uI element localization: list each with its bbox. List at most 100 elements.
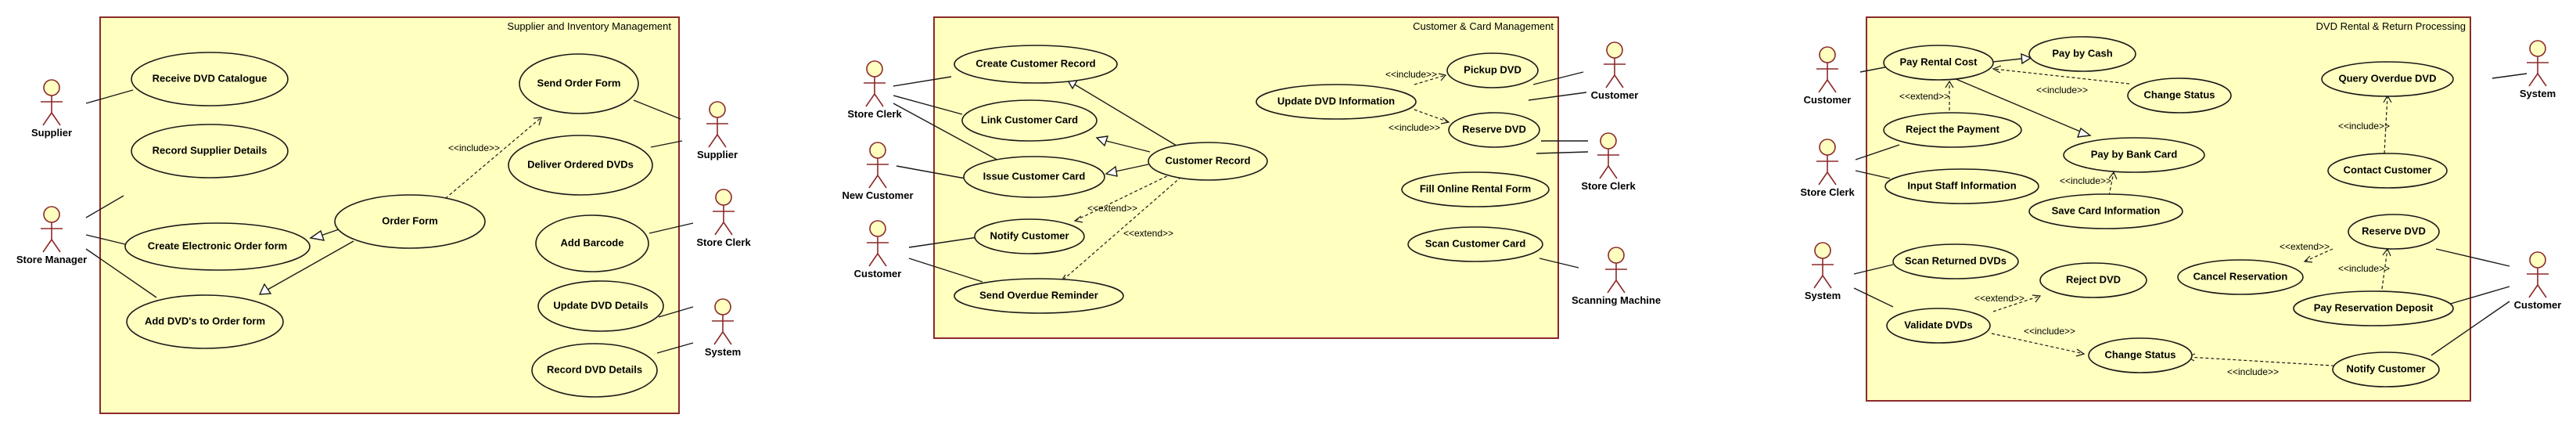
svg-text:Reject DVD: Reject DVD <box>2066 273 2121 285</box>
stereotype-label: <<include>> <box>2227 366 2279 377</box>
use-case[interactable]: Order Form <box>334 194 486 249</box>
use-case[interactable]: Reserve DVD <box>2348 214 2440 250</box>
svg-text:Add DVD's to Order form: Add DVD's to Order form <box>145 315 265 326</box>
svg-text:Customer: Customer <box>1804 94 1852 106</box>
svg-text:Store Clerk: Store Clerk <box>847 108 902 120</box>
svg-text:Scan Returned DVDs: Scan Returned DVDs <box>1905 254 2007 266</box>
stereotype-label: <<extend>> <box>1899 91 1949 102</box>
actor: System <box>2520 40 2556 99</box>
svg-text:Link Customer Card: Link Customer Card <box>981 114 1078 125</box>
svg-text:Customer: Customer <box>2514 299 2562 311</box>
svg-text:Reject the Payment: Reject the Payment <box>1906 123 2000 135</box>
use-case[interactable]: Update DVD Information <box>1256 84 1417 120</box>
use-case[interactable]: Pay Reservation Deposit <box>2293 290 2454 326</box>
actor: Customer <box>2514 251 2562 311</box>
use-case[interactable]: Input Staff Information <box>1884 168 2039 204</box>
use-case[interactable]: Record Supplier Details <box>131 124 289 178</box>
use-case[interactable]: Change Status <box>2088 337 2193 373</box>
svg-text:Supplier: Supplier <box>31 127 72 139</box>
use-case[interactable]: Add DVD's to Order form <box>126 294 284 349</box>
stereotype-label: <<extend>> <box>1974 293 2025 304</box>
svg-text:Store Clerk: Store Clerk <box>1800 186 1855 198</box>
svg-text:Customer Record: Customer Record <box>1165 154 1250 166</box>
svg-text:System: System <box>2520 88 2556 99</box>
use-case[interactable]: Reject the Payment <box>1883 112 2022 148</box>
diagram-rental-return: DVD Rental & Return Processing <<include… <box>1800 16 2562 402</box>
use-case[interactable]: Cancel Reservation <box>2177 259 2304 295</box>
diagram-supplier-inventory: Supplier and Inventory Management <<incl… <box>16 16 751 414</box>
svg-text:Cancel Reservation: Cancel Reservation <box>2193 270 2288 282</box>
svg-text:Store Clerk: Store Clerk <box>696 236 751 248</box>
svg-text:Fill Online Rental Form: Fill Online Rental Form <box>1420 182 1531 194</box>
stereotype-label: <<include>> <box>2338 263 2390 274</box>
use-case[interactable]: Query Overdue DVD <box>2321 61 2454 97</box>
use-case[interactable]: Notify Customer <box>2332 351 2440 388</box>
diagram-customer-card: Customer & Card Management <<extend>> <<… <box>842 16 1661 339</box>
use-case[interactable]: Reject DVD <box>2039 262 2147 298</box>
use-case[interactable]: Create Customer Record <box>954 45 1118 84</box>
svg-text:Pay by Bank Card: Pay by Bank Card <box>2091 148 2178 160</box>
actor: Customer <box>854 220 901 279</box>
boundary-title: Supplier and Inventory Management <box>507 20 671 32</box>
svg-text:Scanning Machine: Scanning Machine <box>1572 294 1661 306</box>
use-case[interactable]: Record DVD Details <box>531 343 658 398</box>
svg-text:Contact Customer: Contact Customer <box>2344 164 2432 175</box>
svg-text:Create Customer Record: Create Customer Record <box>975 57 1095 69</box>
svg-text:Store Clerk: Store Clerk <box>1581 180 1636 192</box>
stereotype-label: <<extend>> <box>2280 241 2330 252</box>
use-case[interactable]: Scan Customer Card <box>1407 226 1543 262</box>
use-case[interactable]: Save Card Information <box>2028 193 2183 229</box>
svg-text:Change Status: Change Status <box>2104 348 2175 360</box>
use-case[interactable]: Change Status <box>2127 78 2232 114</box>
svg-text:Record DVD Details: Record DVD Details <box>547 363 642 375</box>
use-case[interactable]: Update DVD Details <box>537 280 664 332</box>
use-case[interactable]: Link Customer Card <box>961 99 1098 142</box>
boundary-title: DVD Rental & Return Processing <box>2316 20 2466 32</box>
actor: Store Clerk <box>1581 132 1636 192</box>
use-case[interactable]: Add Barcode <box>535 214 649 272</box>
actor: Store Clerk <box>847 60 902 120</box>
use-case[interactable]: Pay Rental Cost <box>1883 45 1994 81</box>
svg-text:Save Card Information: Save Card Information <box>2052 204 2161 216</box>
stereotype-label: <<include>> <box>2036 85 2088 96</box>
svg-text:Reserve DVD: Reserve DVD <box>2362 225 2426 236</box>
svg-text:Update DVD Details: Update DVD Details <box>553 299 648 311</box>
svg-text:Pay Rental Cost: Pay Rental Cost <box>1900 56 1978 67</box>
use-case[interactable]: Send Overdue Reminder <box>954 278 1124 314</box>
use-case[interactable]: Pay by Bank Card <box>2063 137 2205 173</box>
use-case[interactable]: Contact Customer <box>2327 153 2448 189</box>
use-case[interactable]: Scan Returned DVDs <box>1892 243 2019 279</box>
svg-text:Issue Customer Card: Issue Customer Card <box>983 170 1086 182</box>
svg-text:Send Order Form: Send Order Form <box>537 77 621 88</box>
svg-text:Update DVD Information: Update DVD Information <box>1277 95 1395 106</box>
use-case[interactable]: Notify Customer <box>974 218 1085 254</box>
svg-text:Input Staff Information: Input Staff Information <box>1907 179 2016 191</box>
use-case[interactable]: Customer Record <box>1148 142 1268 181</box>
use-case[interactable]: Send Order Form <box>519 53 639 114</box>
stereotype-label: <<include>> <box>448 142 500 153</box>
svg-text:Record Supplier Details: Record Supplier Details <box>153 144 268 156</box>
stereotype-label: <<include>> <box>1385 69 1437 80</box>
svg-text:Receive DVD Catalogue: Receive DVD Catalogue <box>153 72 268 84</box>
use-case[interactable]: Deliver Ordered DVDs <box>508 135 653 196</box>
stereotype-label: <<include>> <box>1389 122 1440 133</box>
use-case[interactable]: Issue Customer Card <box>963 156 1105 198</box>
actor: Store Clerk <box>1800 139 1855 198</box>
use-case[interactable]: Create Electronic Order form <box>124 222 311 271</box>
svg-text:Pickup DVD: Pickup DVD <box>1464 63 1522 75</box>
use-case[interactable]: Validate DVDs <box>1886 308 1991 344</box>
actor: Supplier <box>31 79 72 139</box>
svg-text:System: System <box>705 346 741 358</box>
stereotype-label: <<include>> <box>2338 121 2390 132</box>
svg-text:Query Overdue DVD: Query Overdue DVD <box>2339 72 2437 84</box>
svg-text:Change Status: Change Status <box>2143 88 2215 100</box>
use-case[interactable]: Fill Online Rental Form <box>1401 171 1550 207</box>
use-case[interactable]: Receive DVD Catalogue <box>131 52 289 106</box>
use-case[interactable]: Reserve DVD <box>1448 112 1540 148</box>
actor: Store Clerk <box>696 189 751 248</box>
use-case[interactable]: Pickup DVD <box>1446 52 1539 88</box>
use-case[interactable]: Pay by Cash <box>2028 36 2136 72</box>
actor: Supplier <box>697 101 738 160</box>
actor: Customer <box>1804 46 1852 106</box>
actor: Customer <box>1591 41 1638 101</box>
